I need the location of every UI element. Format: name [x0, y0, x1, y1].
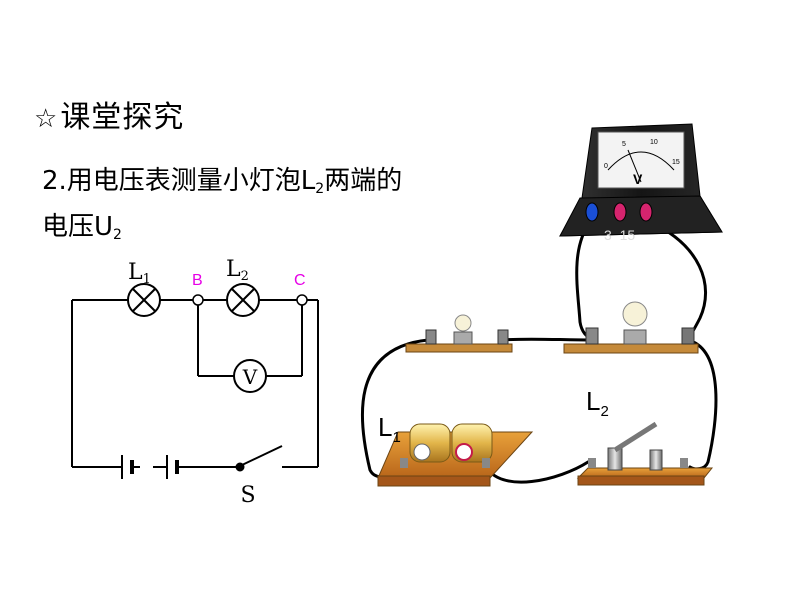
- lamp-l1-holder: [405, 314, 513, 353]
- node-c-terminal: [296, 294, 308, 306]
- lamp-l1-label: L1: [128, 260, 151, 287]
- switch-board: [576, 421, 714, 486]
- lamp-l1-symbol: [127, 283, 161, 317]
- battery-cell-2: [166, 455, 179, 479]
- battery-board: [377, 423, 534, 487]
- voltmeter-face-symbol: V: [633, 171, 643, 187]
- heading-text: 课堂探究: [60, 100, 185, 135]
- schematic-labels: L1 L2 B C V S: [128, 257, 306, 508]
- circuit-schematic: [71, 283, 319, 479]
- switch-symbol: [235, 445, 283, 472]
- task-line-1: 2.用电压表测量小灯泡L2两端的: [42, 166, 403, 197]
- node-b-label: B: [192, 272, 203, 289]
- voltmeter-label: V: [242, 365, 258, 389]
- voltmeter-dial: [597, 131, 685, 189]
- switch-label: S: [240, 483, 255, 508]
- voltmeter-scale-0: 0: [604, 163, 608, 170]
- voltmeter-needle: [627, 149, 642, 183]
- node-b-terminal: [192, 294, 204, 306]
- voltmeter-terminal-neg: [585, 202, 599, 222]
- lamp-l2-label: L2: [226, 257, 249, 284]
- switch-lever: [613, 421, 658, 453]
- lamp-l2-holder: [563, 301, 699, 354]
- node-c-label: C: [294, 272, 306, 289]
- schematic-wires: [71, 299, 319, 468]
- voltmeter-scale-5: 5: [622, 141, 626, 148]
- star-icon: ☆: [34, 104, 59, 134]
- task-text: 2.用电压表测量小灯泡L2两端的 电压U2: [42, 162, 482, 254]
- bulb-l1-icon: [454, 314, 472, 332]
- voltmeter-terminal-labels: 3 15: [604, 227, 635, 243]
- lamp-l2-symbol: [226, 283, 260, 317]
- board-lamp-l1-label: L1: [378, 412, 401, 446]
- task-line-2: 电压U2: [42, 212, 122, 243]
- board-labels: L1 L2: [378, 386, 609, 446]
- board-lamp-l2-label: L2: [586, 386, 609, 420]
- voltmeter-terminal-3: [613, 202, 627, 222]
- slide-heading: ☆课堂探究: [34, 92, 184, 136]
- voltmeter-scale-15: 15: [672, 159, 680, 166]
- voltmeter-scale-10: 10: [650, 139, 658, 146]
- voltmeter-terminal-15: [639, 202, 653, 222]
- battery-cell-1: [121, 455, 134, 479]
- voltmeter-device: 0 5 10 15 V 3 15: [559, 123, 723, 243]
- voltmeter-symbol: [233, 359, 267, 393]
- bulb-l2-icon: [622, 301, 648, 327]
